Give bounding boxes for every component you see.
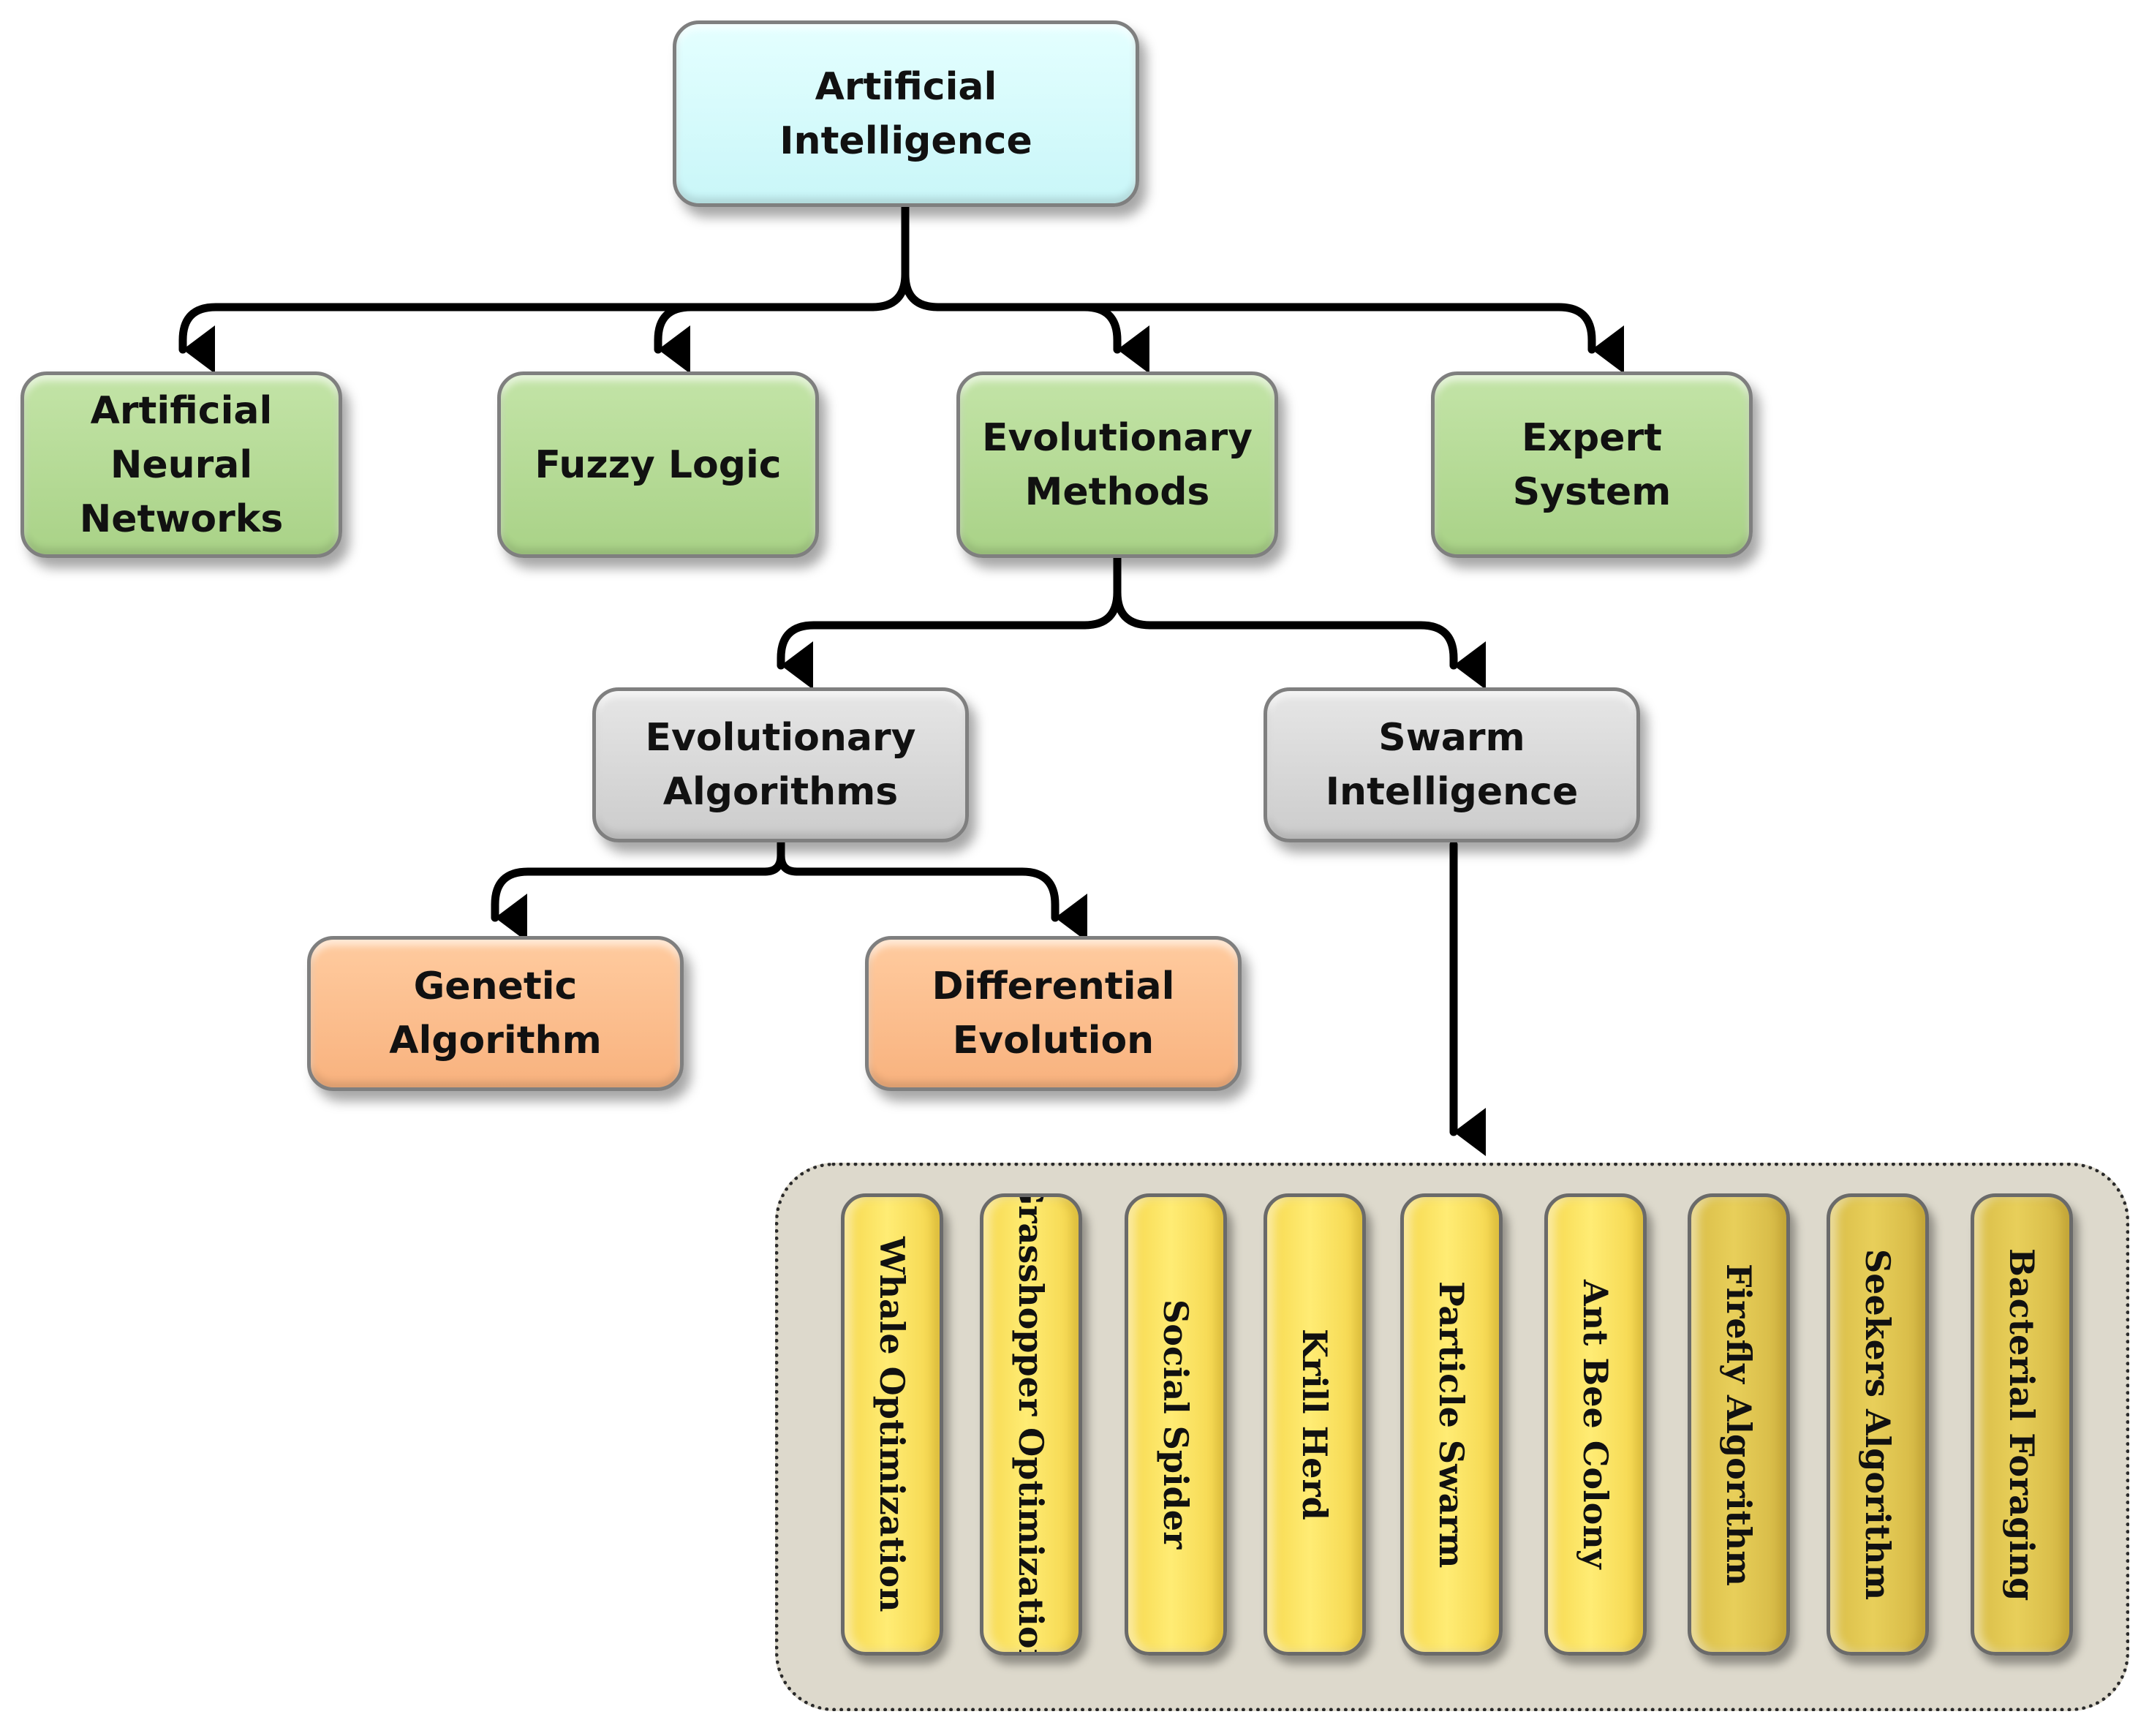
node-artificial-intelligence-label: Artificial Intelligence bbox=[779, 64, 1032, 163]
connector-evolutionary-to-swarm bbox=[1146, 621, 1486, 690]
connector-ai-to-fuzzy bbox=[654, 303, 877, 374]
connector-ea-trunk bbox=[760, 838, 801, 876]
node-swarm-intelligence-label: Swarm Intelligence bbox=[1325, 716, 1579, 814]
pill-social-spider: Social Spider bbox=[1125, 1193, 1227, 1656]
node-artificial-intelligence: Artificial Intelligence bbox=[673, 20, 1139, 207]
node-differential-evolution-label: Differential Evolution bbox=[932, 965, 1175, 1063]
node-evolutionary-methods: Evolutionary Methods bbox=[956, 371, 1278, 558]
connector-ea-to-ga bbox=[491, 867, 769, 942]
pill-grasshopper-optimization-label: Grasshopper Optimization bbox=[1011, 1193, 1051, 1656]
pill-seekers-algorithm: Seekers Algorithm bbox=[1827, 1193, 1929, 1656]
pill-social-spider-label: Social Spider bbox=[1156, 1299, 1196, 1550]
node-genetic-algorithm: Genetic Algorithm bbox=[307, 936, 684, 1091]
node-evolutionary-methods-label: Evolutionary Methods bbox=[981, 415, 1253, 514]
node-artificial-neural-networks-label: Artificial Neural Networks bbox=[79, 388, 284, 541]
pill-ant-bee-colony: Ant Bee Colony bbox=[1544, 1193, 1647, 1656]
pill-krill-herd-label: Krill Herd bbox=[1295, 1329, 1334, 1520]
pill-grasshopper-optimization: Grasshopper Optimization bbox=[980, 1193, 1082, 1656]
connector-evolutionary-to-ea bbox=[777, 621, 1089, 690]
connector-ai-to-expert bbox=[934, 303, 1624, 374]
connector-evolutionary-trunk bbox=[1080, 551, 1155, 630]
node-evolutionary-algorithms-label: Evolutionary Algorithms bbox=[645, 716, 916, 814]
node-swarm-intelligence: Swarm Intelligence bbox=[1264, 687, 1640, 842]
pill-krill-herd: Krill Herd bbox=[1264, 1193, 1366, 1656]
pill-ant-bee-colony-label: Ant Bee Colony bbox=[1576, 1280, 1615, 1569]
pill-bacterial-foraging-label: Bacterial Foraging bbox=[2002, 1248, 2042, 1601]
node-evolutionary-algorithms: Evolutionary Algorithms bbox=[592, 687, 969, 842]
pill-whale-optimization-label: Whale Optimization bbox=[872, 1237, 912, 1612]
pill-bacterial-foraging: Bacterial Foraging bbox=[1971, 1193, 2073, 1656]
connector-root-trunk bbox=[868, 200, 943, 312]
pill-firefly-algorithm: Firefly Algorithm bbox=[1688, 1193, 1790, 1656]
node-fuzzy-logic: Fuzzy Logic bbox=[497, 371, 819, 558]
pill-whale-optimization: Whale Optimization bbox=[841, 1193, 943, 1656]
node-fuzzy-logic-label: Fuzzy Logic bbox=[535, 442, 782, 487]
pill-particle-swarm-label: Particle Swarm bbox=[1432, 1280, 1471, 1569]
node-genetic-algorithm-label: Genetic Algorithm bbox=[389, 965, 602, 1063]
pill-seekers-algorithm-label: Seekers Algorithm bbox=[1858, 1248, 1897, 1601]
connector-ai-to-ann bbox=[178, 303, 877, 374]
node-differential-evolution: Differential Evolution bbox=[865, 936, 1242, 1091]
node-expert-system-label: Expert System bbox=[1512, 415, 1672, 514]
pill-firefly-algorithm-label: Firefly Algorithm bbox=[1719, 1263, 1759, 1586]
node-expert-system: Expert System bbox=[1431, 371, 1753, 558]
connector-ea-to-de bbox=[793, 867, 1087, 942]
node-artificial-neural-networks: Artificial Neural Networks bbox=[20, 371, 342, 558]
pill-particle-swarm: Particle Swarm bbox=[1400, 1193, 1503, 1656]
connector-ai-to-evolutionary bbox=[934, 303, 1149, 374]
